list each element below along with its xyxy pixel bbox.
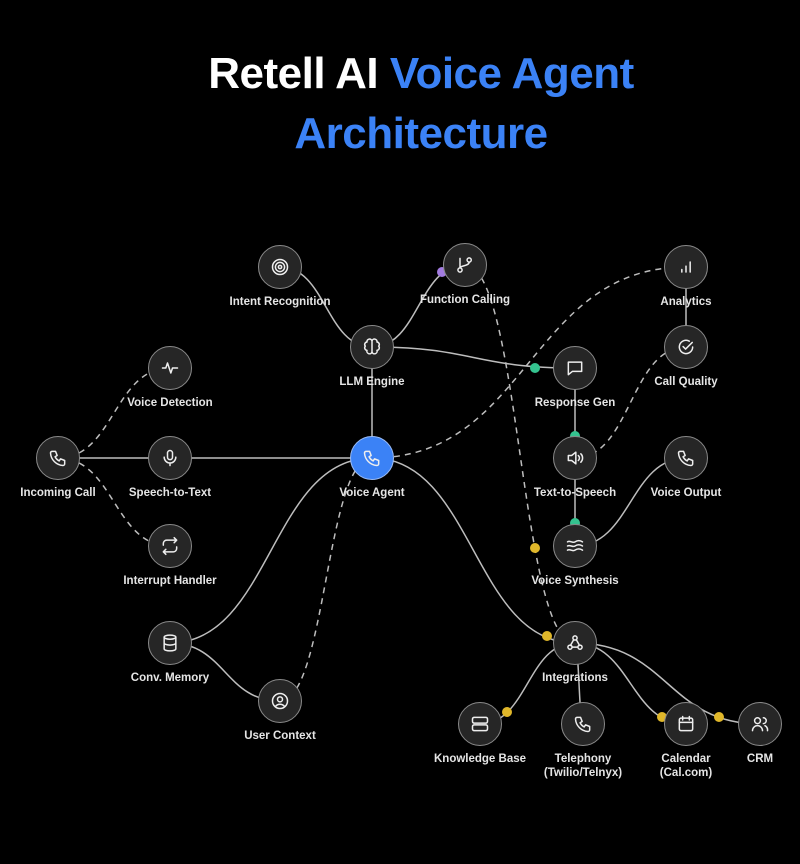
node-label-vad: Voice Detection bbox=[127, 397, 213, 409]
node-intent[interactable] bbox=[258, 245, 302, 289]
node-label-stt: Speech-to-Text bbox=[128, 487, 212, 499]
edge-agent-integrations bbox=[371, 457, 576, 644]
user-circle-icon bbox=[271, 692, 289, 710]
server-icon bbox=[471, 716, 489, 732]
signal-dot-yellow bbox=[542, 631, 552, 641]
node-label-context: User Context bbox=[244, 730, 316, 742]
edge-agent-memory bbox=[169, 457, 373, 644]
node-label-crm: CRM bbox=[746, 753, 774, 765]
edge-agent-context bbox=[279, 457, 373, 702]
phone-icon bbox=[574, 716, 591, 733]
node-crm[interactable] bbox=[738, 702, 782, 746]
node-label-output: Voice Output bbox=[650, 487, 722, 499]
node-memory[interactable] bbox=[148, 621, 192, 665]
node-label-kb: Knowledge Base bbox=[433, 753, 527, 765]
node-function[interactable] bbox=[443, 243, 487, 287]
node-kb[interactable] bbox=[458, 702, 502, 746]
speaker-icon bbox=[567, 451, 584, 465]
repeat-icon bbox=[162, 536, 178, 556]
node-label-function: Function Calling bbox=[419, 294, 511, 306]
signal-dot-yellow bbox=[714, 712, 724, 722]
node-label-synthesis: Voice Synthesis bbox=[531, 575, 619, 587]
node-label-agent: Voice Agent bbox=[339, 487, 405, 499]
node-label-memory: Conv. Memory bbox=[130, 672, 210, 684]
git-branch-icon bbox=[457, 257, 472, 273]
node-llm[interactable] bbox=[350, 325, 394, 369]
node-analytics[interactable] bbox=[664, 245, 708, 289]
node-label-integrations: Integrations bbox=[542, 672, 608, 684]
node-context[interactable] bbox=[258, 679, 302, 723]
page-title: Retell AI Voice Agent bbox=[0, 48, 800, 100]
node-label-tts: Text-to-Speech bbox=[533, 487, 617, 499]
phone-icon bbox=[49, 450, 66, 467]
node-synthesis[interactable] bbox=[553, 524, 597, 568]
signal-dot-green bbox=[530, 363, 540, 373]
phone-icon bbox=[363, 450, 380, 467]
node-incoming[interactable] bbox=[36, 436, 80, 480]
edge-agent-analytics bbox=[371, 266, 687, 459]
page-title-line2: Architecture bbox=[294, 109, 548, 158]
check-circle-icon bbox=[678, 339, 694, 355]
brain-icon bbox=[363, 338, 381, 355]
node-agent[interactable] bbox=[350, 436, 394, 480]
node-label-quality: Call Quality bbox=[654, 376, 718, 388]
node-output[interactable] bbox=[664, 436, 708, 480]
node-label-intent: Intent Recognition bbox=[229, 296, 331, 308]
target-icon bbox=[271, 258, 289, 276]
activity-icon bbox=[161, 362, 179, 374]
node-label-telephony: Telephony (Twilio/Telnyx) bbox=[543, 753, 623, 779]
calendar-icon bbox=[678, 715, 694, 732]
node-response[interactable] bbox=[553, 346, 597, 390]
edge-integrations-crm bbox=[574, 642, 761, 725]
bar-chart-icon bbox=[681, 261, 691, 273]
signal-dot-yellow bbox=[530, 543, 540, 553]
node-label-analytics: Analytics bbox=[660, 296, 712, 308]
node-tts[interactable] bbox=[553, 436, 597, 480]
phone-icon bbox=[677, 450, 694, 467]
node-vad[interactable] bbox=[148, 346, 192, 390]
signal-dot-yellow bbox=[502, 707, 512, 717]
message-square-icon bbox=[567, 361, 583, 376]
database-icon bbox=[163, 634, 177, 652]
webhook-icon bbox=[567, 635, 583, 650]
node-quality[interactable] bbox=[664, 325, 708, 369]
node-telephony[interactable] bbox=[561, 702, 605, 746]
edge-llm-response bbox=[371, 346, 576, 369]
waves-icon bbox=[566, 539, 584, 552]
node-label-llm: LLM Engine bbox=[339, 376, 405, 388]
node-label-response: Response Gen bbox=[534, 397, 616, 409]
mic-icon bbox=[163, 449, 177, 467]
title-highlight: Voice Agent bbox=[389, 49, 634, 98]
edge-function-integrations bbox=[464, 264, 576, 644]
node-stt[interactable] bbox=[148, 436, 192, 480]
node-label-calendar: Calendar (Cal.com) bbox=[659, 753, 713, 779]
users-icon bbox=[751, 717, 769, 732]
node-label-interrupt: Interrupt Handler bbox=[123, 575, 217, 587]
node-calendar[interactable] bbox=[664, 702, 708, 746]
node-integrations[interactable] bbox=[553, 621, 597, 665]
node-interrupt[interactable] bbox=[148, 524, 192, 568]
node-label-incoming: Incoming Call bbox=[20, 487, 96, 499]
title-part1: Retell AI bbox=[208, 49, 390, 98]
